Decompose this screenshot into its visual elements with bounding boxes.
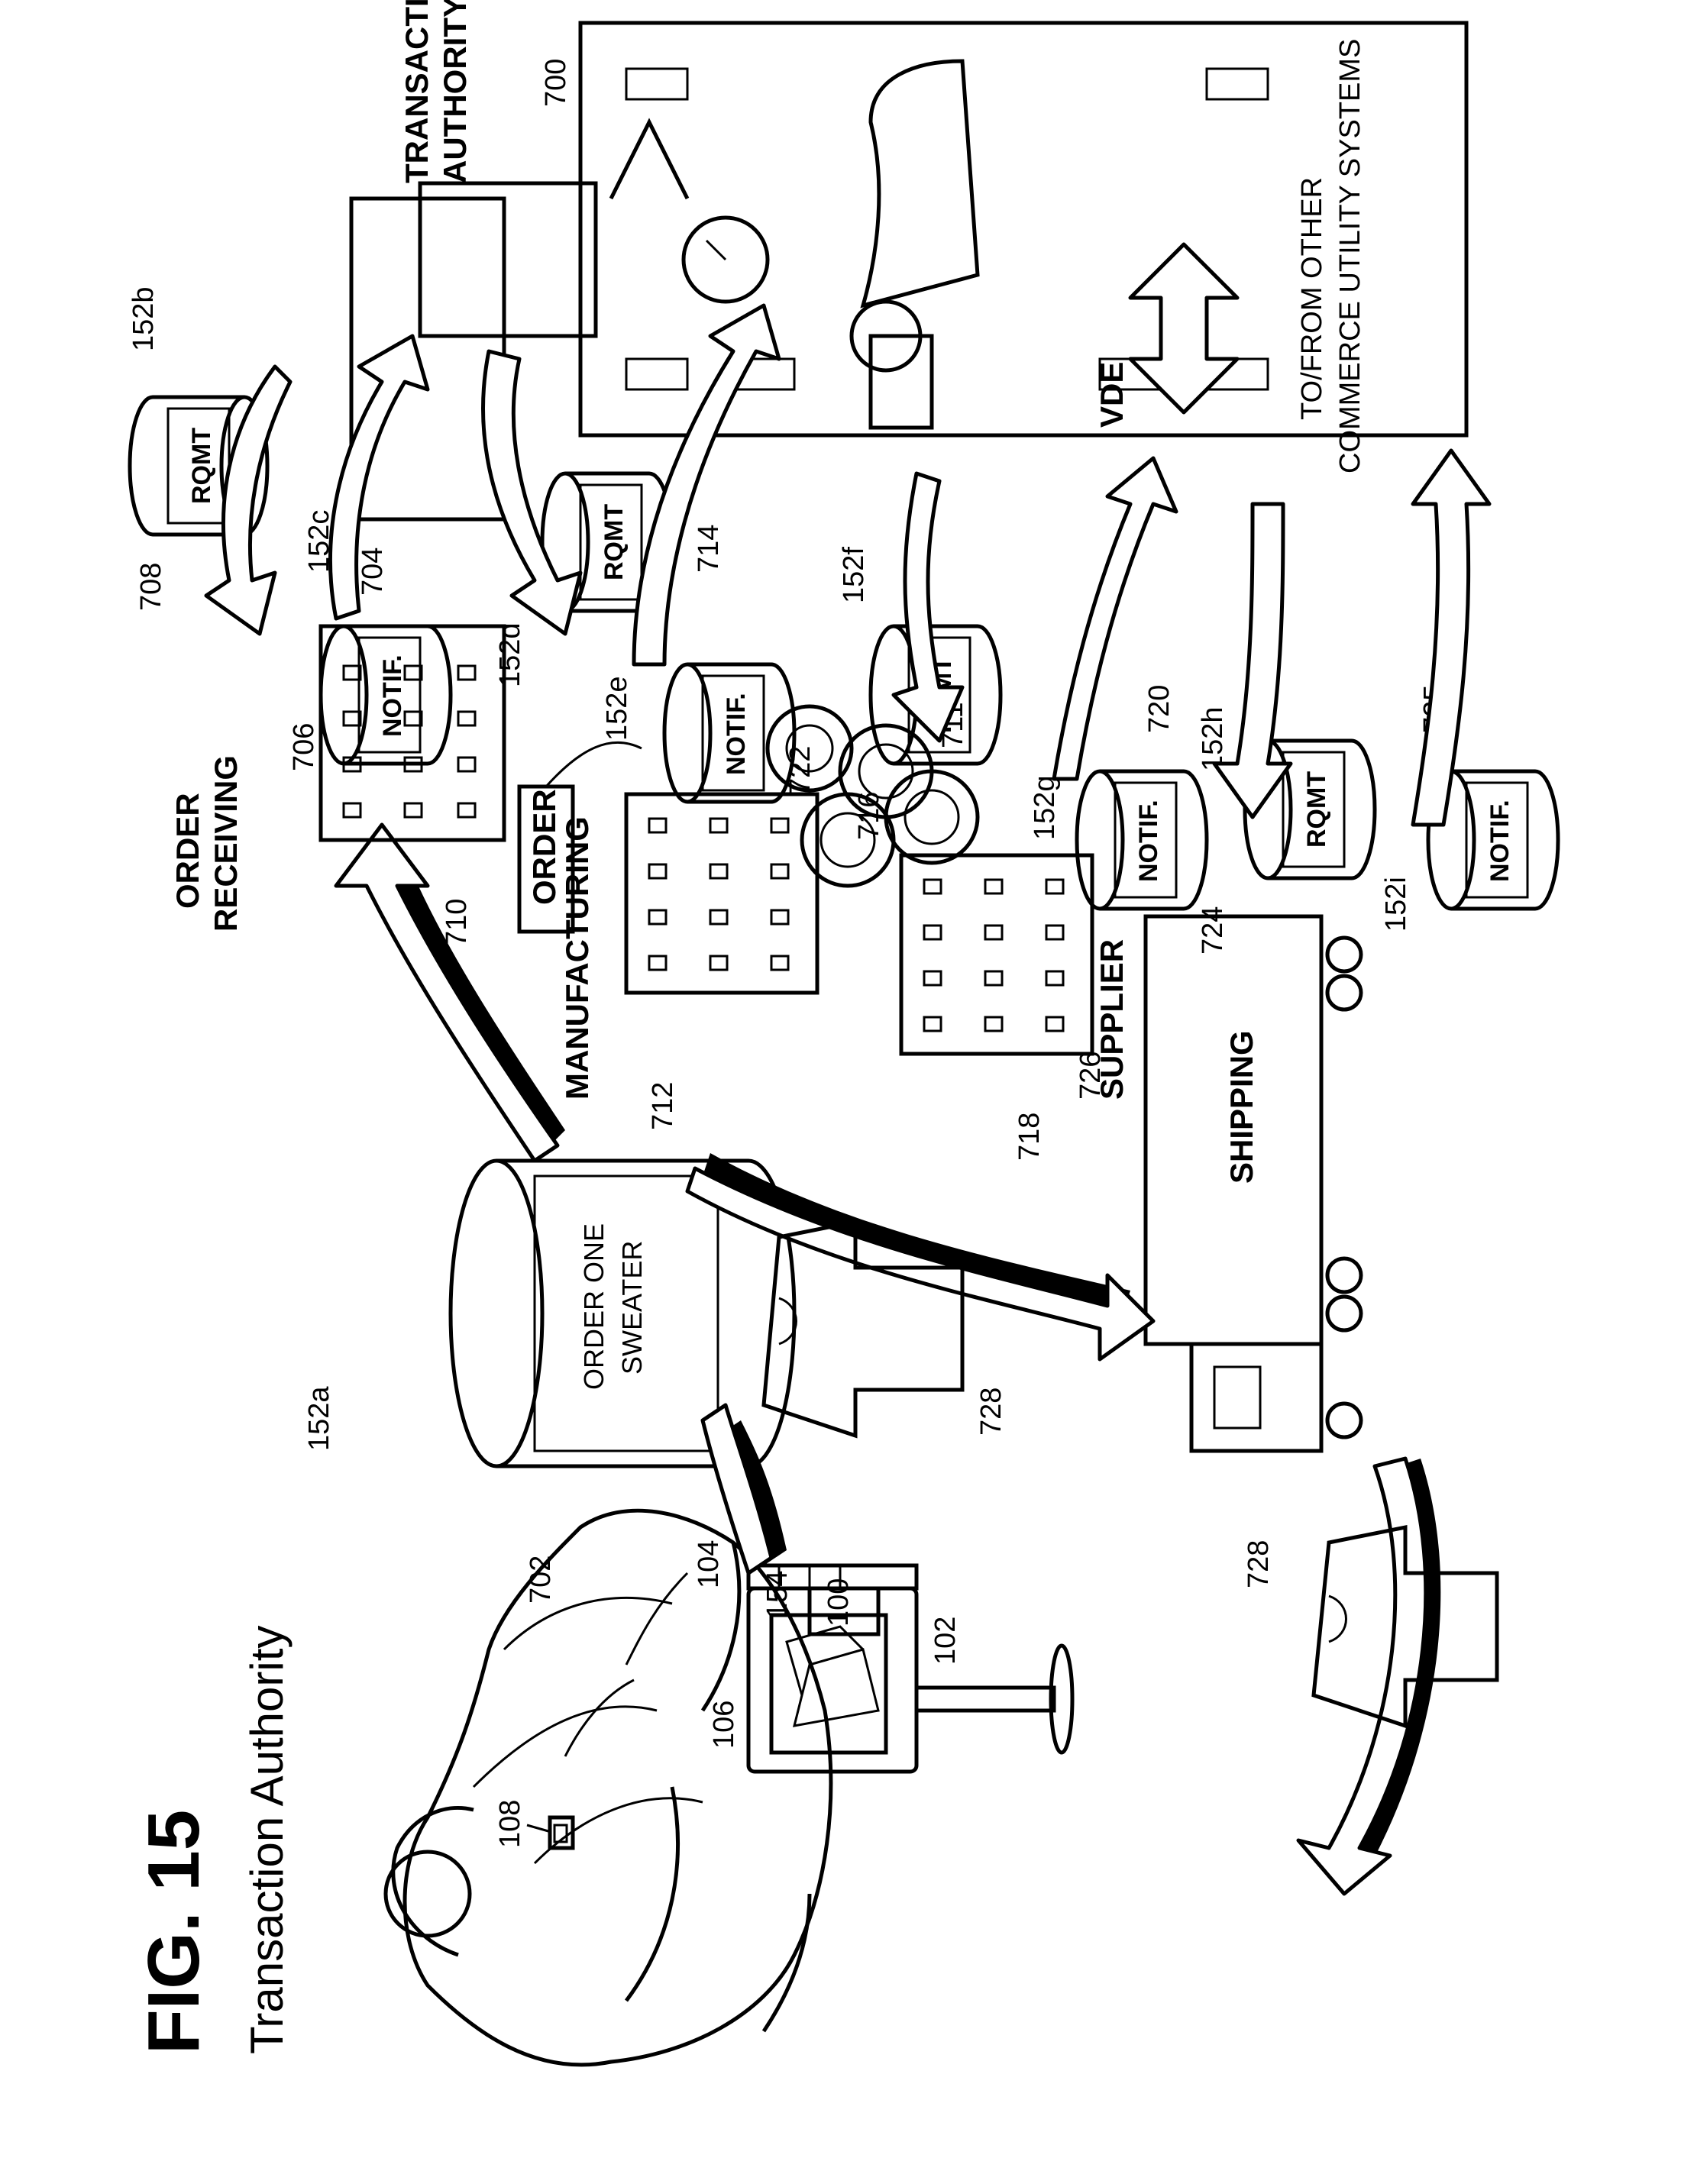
ref-726: 726 (1075, 1052, 1107, 1100)
container-152i-text: NOTIF. (1485, 800, 1515, 882)
shipping-truck (1146, 916, 1361, 1451)
to-from-label-1: TO/FROM OTHER (1296, 177, 1328, 420)
ref-152h: 152h (1197, 706, 1229, 771)
ref-154: 154 (761, 1571, 794, 1619)
ref-712: 712 (647, 1082, 679, 1130)
ref-152d: 152d (494, 622, 526, 687)
container-152a-line1: ORDER ONE (578, 1223, 609, 1390)
container-152d-text: RQMT (600, 504, 629, 580)
container-152a-line2: SWEATER (616, 1241, 648, 1375)
container-152e-text: NOTIF. (722, 693, 751, 775)
ref-710: 710 (441, 899, 473, 947)
ref-714: 714 (693, 525, 725, 573)
manufacturing-label: MANUFACTURING (559, 816, 595, 1100)
ref-704: 704 (357, 548, 389, 596)
order-slip-text: ORDER (526, 789, 562, 905)
order-to-manufacturing-link (546, 742, 642, 787)
ref-708: 708 (135, 563, 167, 611)
ref-702: 702 (525, 1556, 557, 1604)
ref-728-lower: 728 (1243, 1540, 1275, 1588)
ref-152e: 152e (601, 676, 633, 741)
ref-152f: 152f (838, 547, 870, 603)
order-receiving-label-2: RECEIVING (208, 755, 244, 932)
transaction-authority-label-2: AUTHORITY (437, 0, 473, 183)
vde-label: VDE (1094, 362, 1130, 428)
shipping-label: SHIPPING (1224, 1030, 1259, 1184)
ref-104: 104 (693, 1540, 725, 1588)
ref-716: 716 (853, 792, 885, 840)
supplier-building (901, 855, 1092, 1054)
ref-106: 106 (708, 1701, 740, 1749)
ref-152g: 152g (1029, 775, 1061, 840)
container-152c-text: NOTIF. (378, 654, 407, 737)
ref-700: 700 (540, 59, 572, 107)
ref-728-middle: 728 (975, 1388, 1007, 1436)
ref-722: 722 (784, 746, 816, 794)
ref-706: 706 (288, 723, 320, 771)
figure-title: FIG. 15 (133, 1810, 215, 2054)
ref-152a: 152a (303, 1386, 335, 1451)
order-receiving-label-1: ORDER (170, 793, 205, 909)
order-receiving-building (321, 626, 504, 840)
kiosk-computer-100 (748, 1565, 1072, 1772)
container-152g-text: NOTIF. (1134, 800, 1163, 882)
container-152h-text: RQMT (1302, 771, 1331, 848)
ref-152b: 152b (128, 286, 160, 351)
ref-100: 100 (823, 1578, 855, 1627)
ref-718: 718 (1013, 1113, 1046, 1161)
ref-102: 102 (929, 1617, 962, 1665)
leader-108 (527, 1825, 548, 1831)
figure-subtitle: Transaction Authority (241, 1626, 293, 2054)
manufacturing-building (626, 794, 817, 993)
ref-724: 724 (1197, 906, 1229, 955)
container-152b-text: RQMT (187, 428, 216, 504)
ref-152i: 152i (1380, 877, 1412, 932)
ref-108: 108 (494, 1800, 526, 1848)
to-from-label-2: COMMERCE UTILITY SYSTEMS (1334, 39, 1366, 473)
transaction-authority-label-1: TRANSACTION (399, 0, 435, 183)
vde-double-arrow (1130, 244, 1237, 412)
ref-720: 720 (1143, 685, 1175, 733)
